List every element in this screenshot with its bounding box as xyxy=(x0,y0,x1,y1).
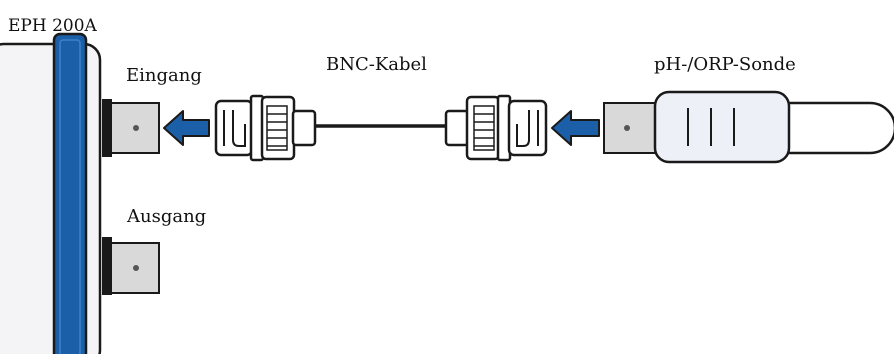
bnc-plug-left-bayonet xyxy=(223,110,246,147)
probe-label: pH-/ORP-Sonde xyxy=(654,54,796,75)
bnc-plug-right-tip xyxy=(507,99,548,157)
bnc-plug-right xyxy=(444,94,548,162)
output-socket-flange xyxy=(102,237,112,295)
probe-shaft xyxy=(780,101,894,155)
device-housing xyxy=(0,32,102,354)
probe-body xyxy=(653,90,791,164)
cable-label: BNC-Kabel xyxy=(326,54,427,75)
dot-icon xyxy=(133,265,139,271)
bnc-plug-left-ridge-lines xyxy=(267,113,287,147)
probe-grip-lines xyxy=(687,108,735,146)
bnc-plug-left-strain-relief xyxy=(291,109,317,147)
input-label: Eingang xyxy=(126,65,202,86)
bnc-plug-right-bayonet xyxy=(516,110,539,147)
output-socket xyxy=(102,237,160,295)
device-band-highlight xyxy=(59,39,81,354)
input-socket-flange xyxy=(102,99,112,157)
input-socket xyxy=(102,99,160,157)
device-blue-band xyxy=(52,32,88,354)
output-label: Ausgang xyxy=(127,206,207,227)
arrow-left-icon xyxy=(551,110,600,146)
bnc-plug-right-ridge-lines xyxy=(474,113,494,147)
bnc-plug-right-strain-relief xyxy=(444,109,470,147)
dot-icon xyxy=(133,125,139,131)
dot-icon xyxy=(624,125,630,131)
ph-orp-probe xyxy=(603,90,894,164)
bnc-plug-left-ridges xyxy=(266,105,288,151)
bnc-plug-right-ridges xyxy=(473,105,495,151)
bnc-plug-left xyxy=(214,94,317,162)
output-socket-body xyxy=(110,242,160,294)
arrow-left-icon xyxy=(163,110,210,146)
device-label: EPH 200A xyxy=(8,16,97,36)
